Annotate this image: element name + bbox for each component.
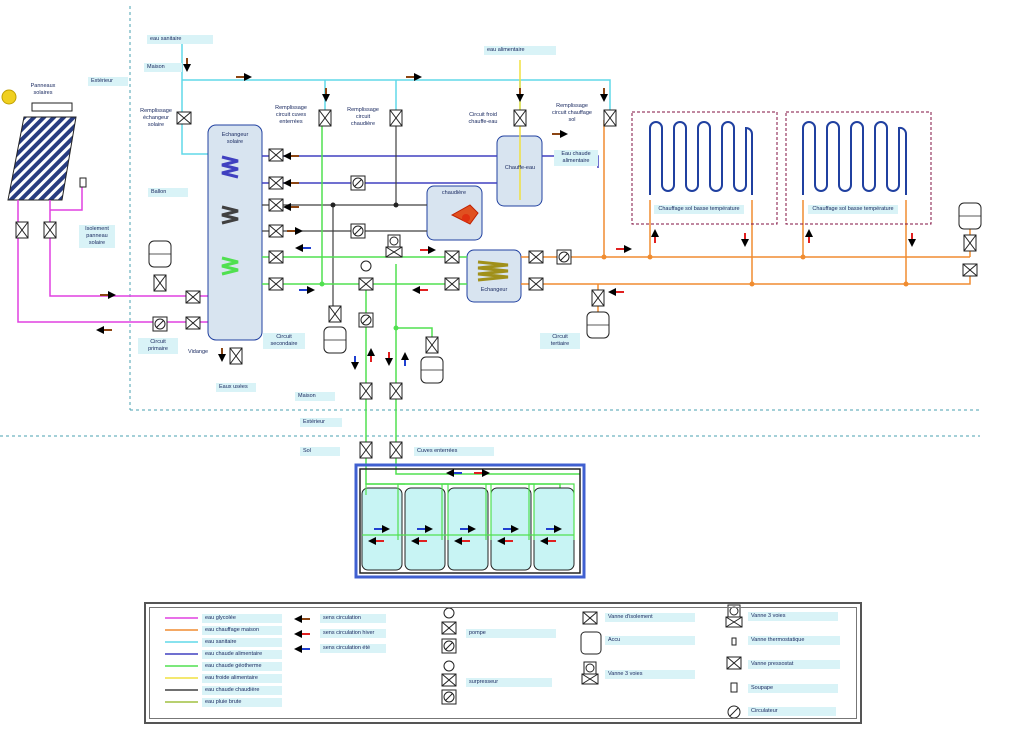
label-cuves-enterrees: Cuves enterrées bbox=[414, 447, 494, 456]
legend-vanne-3-voies-b: Vanne 3 voies bbox=[748, 612, 838, 621]
floor-heating-2 bbox=[785, 111, 932, 225]
buried-tanks bbox=[354, 463, 586, 579]
legend-vanne-isolement: Vanne d'isolement bbox=[605, 613, 695, 622]
legend-frame bbox=[144, 602, 862, 724]
legend-line-label: eau chaude alimentaire bbox=[202, 650, 282, 659]
legend-line-label: eau glycolée bbox=[202, 614, 282, 623]
label-isolement-panneau-solaire: Isolement panneau solaire bbox=[79, 225, 115, 248]
legend-surpresseur: surpresseur bbox=[466, 678, 552, 687]
label-panneaux-solaires: Panneaux solaires bbox=[30, 83, 56, 96]
solar-panel bbox=[1, 89, 77, 201]
label-circuit-secondaire: Circuit secondaire bbox=[263, 333, 305, 349]
legend-arrow-label: sens circulation hiver bbox=[320, 629, 386, 638]
legend-lines bbox=[165, 617, 198, 703]
label-ballon: Ballon bbox=[148, 188, 188, 197]
label-eaux-usees: Eaux usées bbox=[216, 383, 256, 392]
label-circuit-froid-chauffe-eau: Circuit froid chauffe-eau bbox=[468, 112, 498, 125]
legend-line-label: eau froide alimentaire bbox=[202, 674, 282, 683]
label-exterieur-bottom: Extérieur bbox=[300, 418, 342, 427]
label-sol: Sol bbox=[300, 447, 340, 456]
label-echangeur: Echangeur bbox=[480, 287, 508, 293]
label-remplissage-circuit-cuves: Remplissage circuit cuves enterrées bbox=[275, 105, 307, 125]
legend-arrows bbox=[294, 615, 310, 653]
label-echangeur-solaire: Echangeur solaire bbox=[221, 132, 249, 145]
label-chauffe-eau: Chauffe-eau bbox=[504, 165, 536, 171]
label-vidange: Vidange bbox=[188, 349, 209, 355]
legend-line-label: eau pluie brute bbox=[202, 698, 282, 707]
legend-symbols bbox=[441, 604, 743, 719]
legend-accu: Accu bbox=[605, 636, 695, 645]
legend-arrow-label: sens circulation bbox=[320, 614, 386, 623]
legend-soupape: Soupape bbox=[748, 684, 838, 693]
legend-arrow-label: sens circulation été bbox=[320, 644, 386, 653]
legend-pompe: pompe bbox=[466, 629, 556, 638]
label-circuit-tertiaire: Circuit tertiaire bbox=[540, 333, 580, 349]
label-maison-bottom: Maison bbox=[295, 392, 335, 401]
floor-heating-1 bbox=[631, 111, 778, 225]
legend-line-label: eau chaude chaudière bbox=[202, 686, 282, 695]
label-eau-alimentaire: eau alimentaire bbox=[484, 46, 556, 55]
legend-vanne-3-voies-a: Vanne 3 voies bbox=[605, 670, 695, 679]
label-eau-chaude-alimentaire: Eau chaude alimentaire bbox=[554, 150, 598, 166]
legend-vanne-pressostat: Vanne pressostat bbox=[748, 660, 840, 669]
label-eau-sanitaire: eau sanitaire bbox=[147, 35, 213, 44]
label-maison-top: Maison bbox=[144, 63, 182, 72]
label-exterieur-top: Extérieur bbox=[88, 77, 128, 86]
legend-line-label: eau sanitaire bbox=[202, 638, 282, 647]
legend-line-label: eau chauffage maison bbox=[202, 626, 282, 635]
label-chauffage-sol-2: Chauffage sol basse température bbox=[808, 205, 898, 214]
label-remplissage-circuit-chaudiere: Remplissage circuit chaudière bbox=[347, 107, 379, 127]
label-remplissage-circuit-chauffage-sol: Remplissage circuit chauffage sol bbox=[552, 103, 592, 123]
label-chauffage-sol-1: Chauffage sol basse température bbox=[654, 205, 744, 214]
label-chaudiere: chaudière bbox=[441, 190, 467, 196]
label-remplissage-echangeur-solaire: Remplissage échangeur solaire bbox=[140, 108, 172, 128]
legend-circulateur: Circulateur bbox=[748, 707, 836, 716]
legend-line-label: eau chaude géotherme bbox=[202, 662, 282, 671]
label-circuit-primaire: Circuit primaire bbox=[138, 338, 178, 354]
legend-vanne-thermostatique: Vanne thermostatique bbox=[748, 636, 840, 645]
